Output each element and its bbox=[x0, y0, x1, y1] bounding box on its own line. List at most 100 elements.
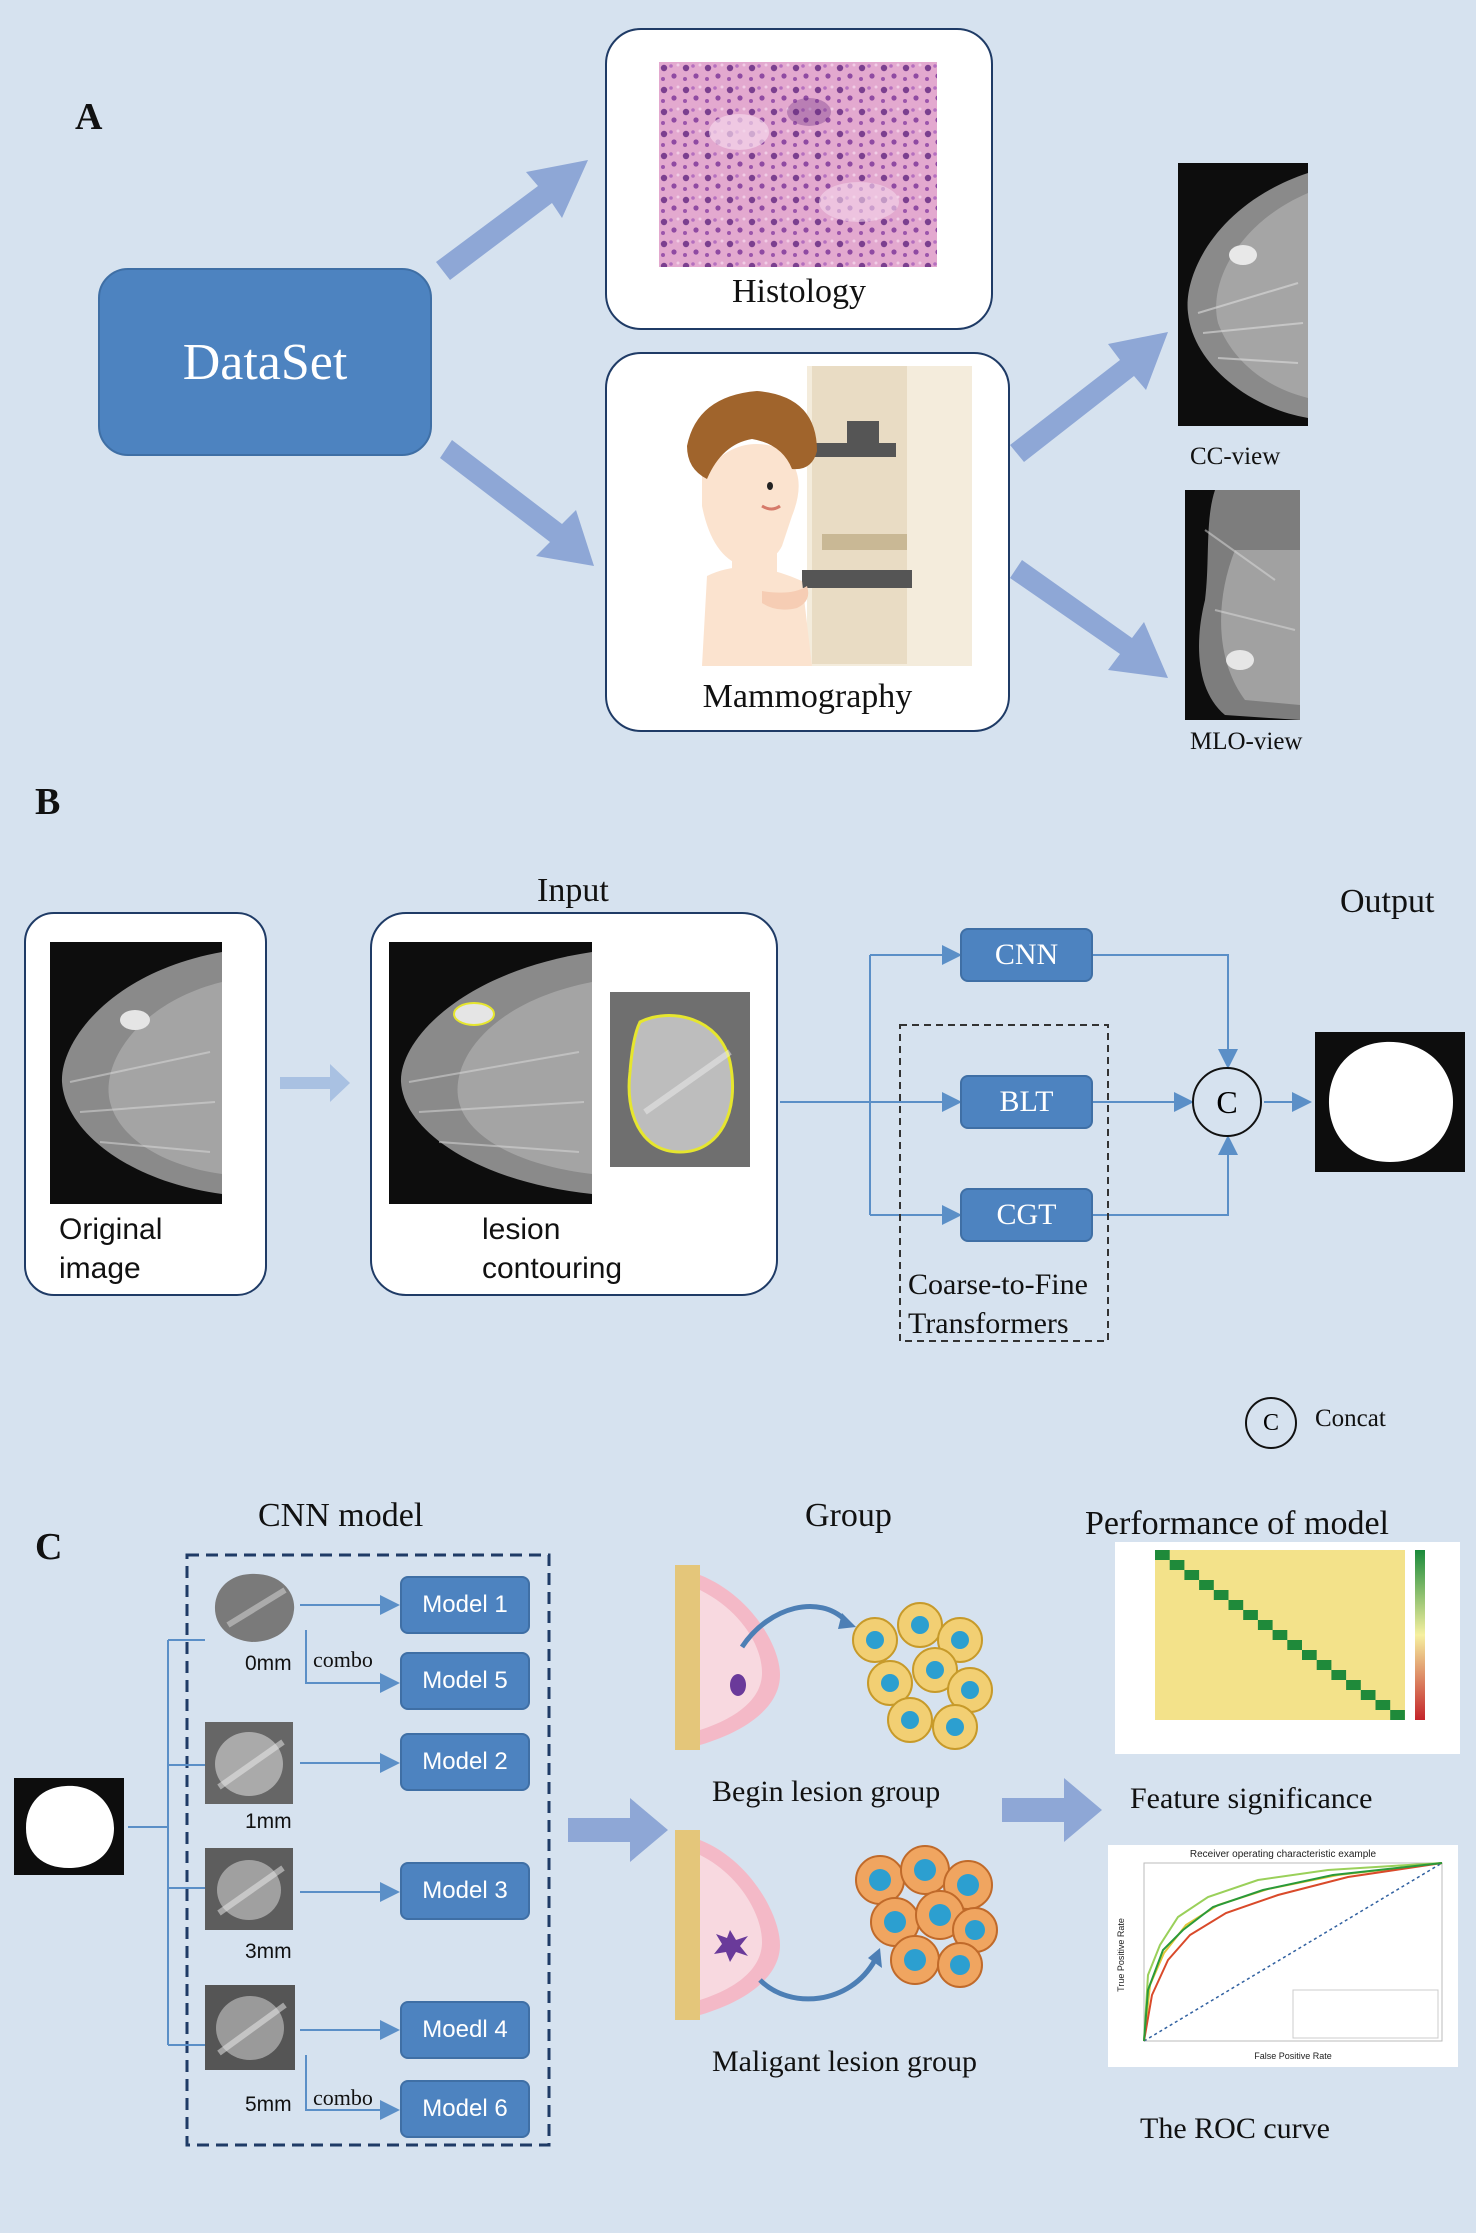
model-4-box: Moedl 4 bbox=[400, 2001, 530, 2059]
mammography-illustration bbox=[687, 366, 972, 666]
heatmap-cell bbox=[1155, 1550, 1170, 1560]
malignant-group-illustration bbox=[675, 1830, 998, 2020]
heatmap-cell bbox=[1228, 1600, 1244, 1610]
model-5-box: Model 5 bbox=[400, 1652, 530, 1710]
cc-view-image bbox=[1178, 163, 1308, 426]
input-mask bbox=[14, 1778, 124, 1875]
feature-heatmap bbox=[1115, 1542, 1460, 1754]
benign-group-illustration bbox=[675, 1565, 993, 1750]
crop-3mm bbox=[205, 1848, 293, 1930]
roc-curve-3 bbox=[1143, 1862, 1443, 2042]
model-5-label: Model 5 bbox=[422, 1667, 508, 1694]
heatmap-cell bbox=[1169, 1560, 1185, 1570]
model-6-label: Model 6 bbox=[422, 2095, 508, 2122]
arrow-mammo-cc bbox=[1010, 332, 1168, 462]
roc-ylabel: True Positive Rate bbox=[1116, 1918, 1126, 1992]
heatmap-cell bbox=[1360, 1690, 1376, 1700]
original-image-label: Original image bbox=[59, 1213, 163, 1285]
model-3-box: Model 3 bbox=[400, 1862, 530, 1920]
histology-label: Histology bbox=[731, 273, 867, 310]
arrow-group-to-performance bbox=[1002, 1778, 1102, 1842]
blt-box: BLT bbox=[960, 1075, 1093, 1129]
combo-label-top: combo bbox=[313, 1647, 373, 1672]
lesion-contouring-label: lesion contouring bbox=[482, 1213, 623, 1285]
roc-title: Receiver operating characteristic exampl… bbox=[1190, 1849, 1377, 1860]
model-2-label: Model 2 bbox=[422, 1748, 508, 1775]
margin-label-0mm: 0mm bbox=[245, 1652, 292, 1675]
lesion-zoom-image bbox=[610, 992, 750, 1167]
heatmap-cell bbox=[1316, 1660, 1332, 1670]
transformers-label: Coarse-to-Fine Transformers bbox=[908, 1268, 1088, 1340]
roc-chart: Receiver operating characteristic exampl… bbox=[1108, 1845, 1458, 2067]
contour-mammogram bbox=[389, 942, 592, 1204]
mammography-label: Mammography bbox=[702, 678, 913, 715]
lesion-contouring-box: lesion contouring bbox=[370, 912, 778, 1296]
model-2-box: Model 2 bbox=[400, 1733, 530, 1791]
concat-legend-c: C bbox=[1262, 1409, 1279, 1436]
cgt-label: CGT bbox=[996, 1198, 1057, 1231]
histology-box: Histology bbox=[605, 28, 993, 330]
mlo-view-label: MLO-view bbox=[1190, 728, 1303, 755]
output-mask bbox=[1315, 1032, 1465, 1172]
roc-curve-label: The ROC curve bbox=[1140, 2112, 1330, 2145]
model-1-box: Model 1 bbox=[400, 1576, 530, 1634]
roc-curve-4 bbox=[1143, 1862, 1443, 2042]
heatmap-cell bbox=[1184, 1570, 1200, 1580]
concat-symbol: C bbox=[1216, 1083, 1238, 1120]
concat-legend-symbol: C bbox=[1245, 1397, 1297, 1449]
crop-0mm bbox=[210, 1570, 298, 1645]
heatmap-cell bbox=[1346, 1680, 1361, 1690]
model-4-label: Moedl 4 bbox=[422, 2016, 508, 2043]
cgt-box: CGT bbox=[960, 1188, 1093, 1242]
concat-node: C bbox=[1192, 1067, 1262, 1137]
original-mammogram bbox=[50, 942, 222, 1204]
arrow-dataset-mammography bbox=[440, 440, 594, 566]
roc-xlabel: False Positive Rate bbox=[1254, 2051, 1332, 2061]
heatmap-cell bbox=[1243, 1610, 1258, 1620]
dataset-label: DataSet bbox=[182, 333, 348, 391]
output-label: Output bbox=[1340, 883, 1435, 920]
performance-title: Performance of model bbox=[1085, 1505, 1389, 1542]
panel-a-label: A bbox=[75, 96, 103, 138]
crop-1mm bbox=[205, 1722, 293, 1804]
roc-curve-1 bbox=[1143, 1862, 1443, 2042]
malignant-group-label: Maligant lesion group bbox=[712, 2045, 977, 2078]
heatmap-cell bbox=[1302, 1650, 1317, 1660]
cnn-model-dashed-box bbox=[185, 1553, 551, 2147]
crop-5mm bbox=[205, 1985, 295, 2070]
transformers-dashed-box bbox=[899, 1024, 1109, 1342]
cc-view-label: CC-view bbox=[1190, 443, 1281, 470]
margin-label-5mm: 5mm bbox=[245, 2093, 292, 2116]
benign-group-label: Begin lesion group bbox=[712, 1775, 941, 1808]
margin-label-3mm: 3mm bbox=[245, 1940, 292, 1963]
heatmap-cell bbox=[1272, 1630, 1288, 1640]
group-title: Group bbox=[805, 1497, 892, 1534]
blt-label: BLT bbox=[999, 1085, 1054, 1118]
heatmap-cell bbox=[1257, 1620, 1273, 1630]
heatmap-cell bbox=[1375, 1700, 1391, 1710]
heatmap-cell bbox=[1390, 1710, 1405, 1720]
arrow-original-to-input bbox=[280, 1064, 350, 1102]
original-image-box: Original image bbox=[24, 912, 267, 1296]
histology-image bbox=[659, 62, 937, 267]
arrow-dataset-histology bbox=[436, 160, 588, 280]
heatmap-cell bbox=[1331, 1670, 1347, 1680]
dataset-box: DataSet bbox=[98, 268, 432, 456]
feature-significance-label: Feature significance bbox=[1130, 1782, 1373, 1815]
cnn-label: CNN bbox=[994, 938, 1059, 971]
input-label: Input bbox=[537, 872, 609, 909]
model-3-label: Model 3 bbox=[422, 1877, 508, 1904]
margin-label-1mm: 1mm bbox=[245, 1810, 292, 1833]
cnn-model-title: CNN model bbox=[258, 1497, 424, 1534]
panel-b-label: B bbox=[35, 781, 61, 823]
model-6-box: Model 6 bbox=[400, 2080, 530, 2138]
heatmap-cell bbox=[1287, 1640, 1302, 1650]
model-1-label: Model 1 bbox=[422, 1591, 508, 1618]
arrow-mammo-mlo bbox=[1010, 560, 1168, 678]
mlo-view-image bbox=[1185, 490, 1300, 720]
combo-label-bottom: combo bbox=[313, 2085, 373, 2110]
arrow-cnn-to-group bbox=[568, 1798, 668, 1862]
panel-c-label: C bbox=[35, 1526, 63, 1568]
heatmap-cell bbox=[1199, 1580, 1214, 1590]
